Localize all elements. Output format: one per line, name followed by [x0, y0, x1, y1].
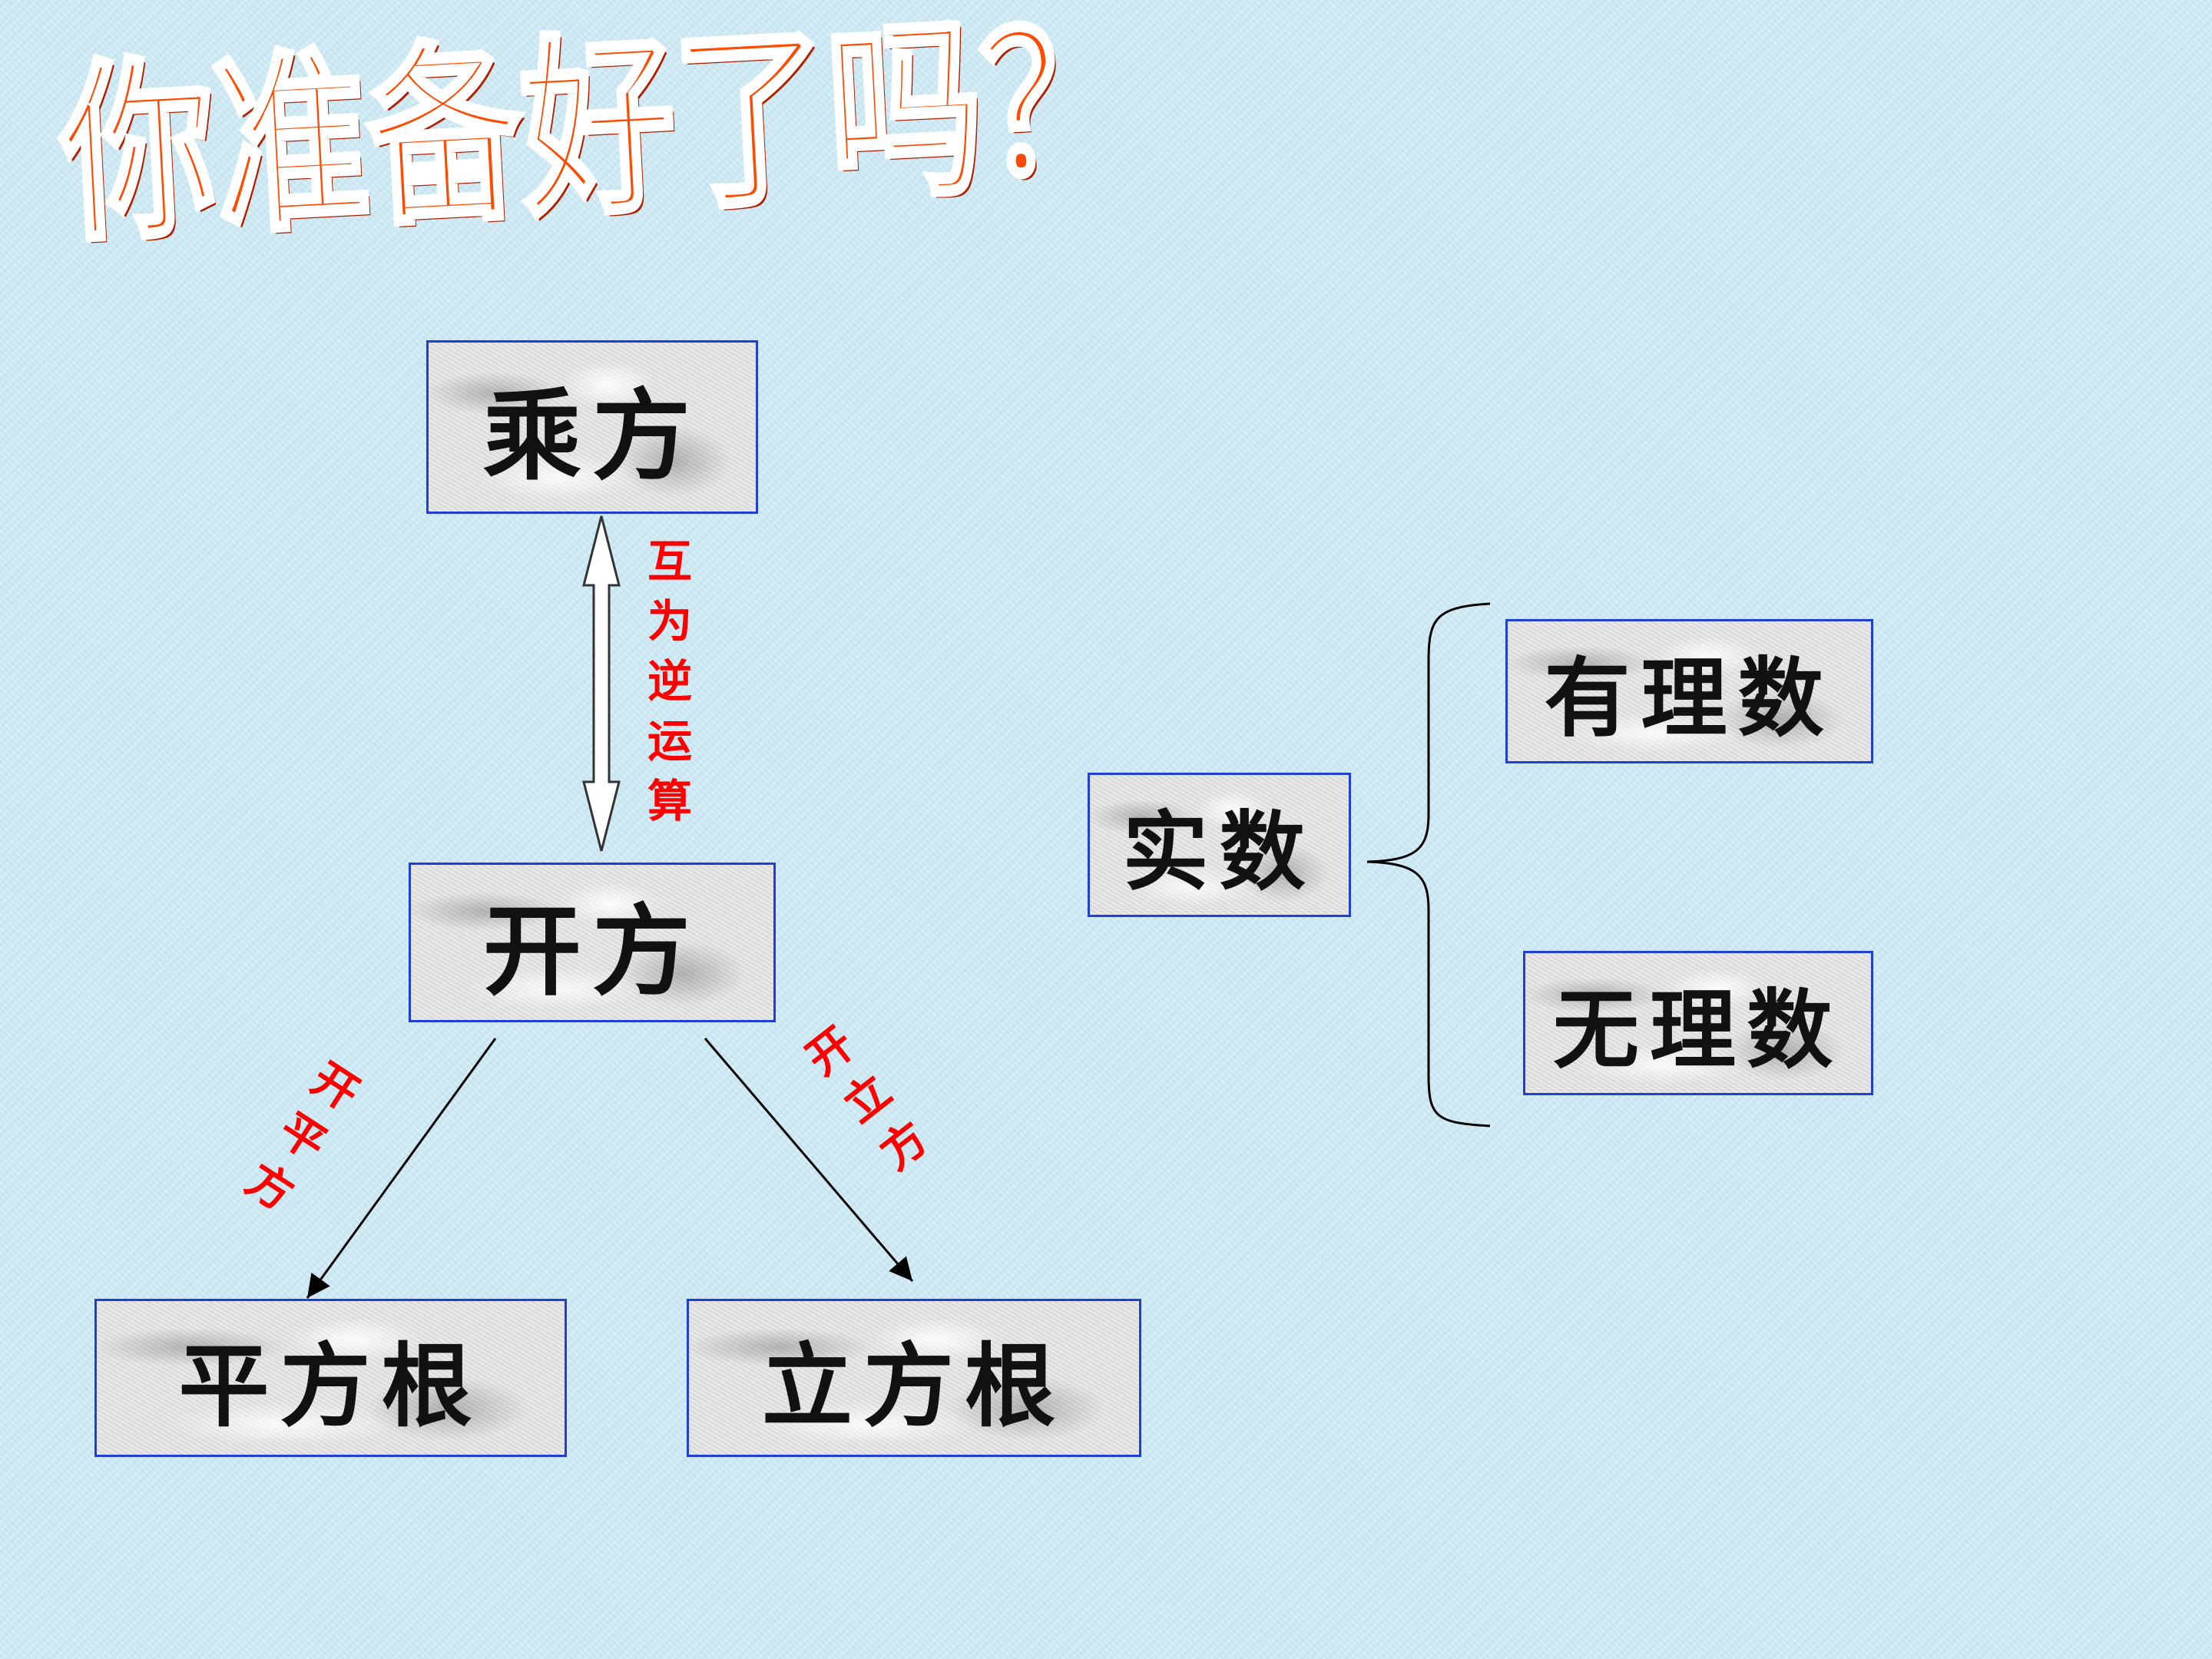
arrow-to-square-root: [306, 1038, 497, 1299]
rational-number-box: 有理数: [1505, 619, 1873, 763]
inverse-operation-label: 互为逆运算: [640, 538, 692, 837]
square-root-box: 平方根: [94, 1299, 567, 1457]
real-number-box: 实数: [1088, 773, 1351, 917]
power-box: 乘方: [426, 340, 758, 514]
cube-root-box: 立方根: [687, 1299, 1141, 1457]
irrational-number-box: 无理数: [1523, 951, 1873, 1095]
root-extraction-box: 开方: [409, 863, 776, 1022]
arrow-to-cube-root: [704, 1038, 914, 1282]
curly-brace: [1366, 602, 1491, 1128]
double-arrow-icon: [582, 515, 621, 852]
